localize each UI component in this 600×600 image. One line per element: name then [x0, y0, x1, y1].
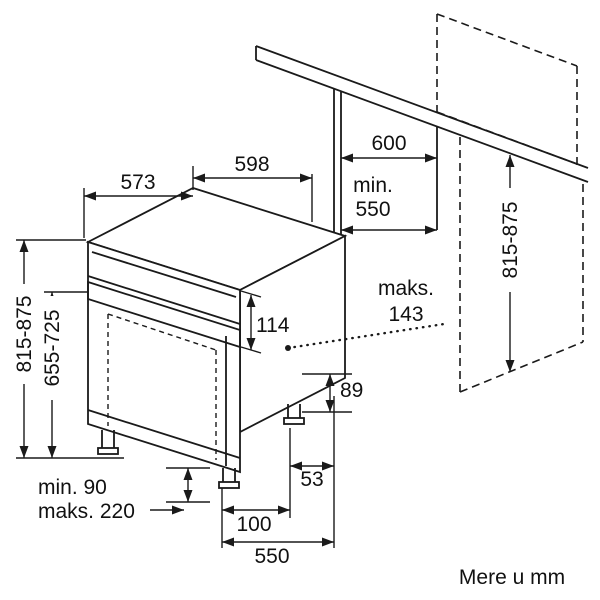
leader-dotted-143 — [286, 322, 446, 350]
dim-143-label: 143 — [388, 303, 423, 326]
dim-niche-height-label: 815-875 — [499, 201, 522, 278]
dim-598-label: 598 — [234, 153, 269, 176]
rear-foot-base — [283, 417, 305, 425]
dishwasher-front-face — [87, 240, 241, 474]
units-note: Mere u mm — [459, 566, 565, 589]
dim-53-label: 53 — [300, 468, 323, 491]
dim-min-label: min. — [353, 174, 393, 197]
ext-114-top — [240, 290, 262, 298]
upper-cabinet-dashed-top — [436, 13, 578, 67]
dim-89-label: 89 — [340, 379, 363, 402]
dim-plinth-max-label: maks. 220 — [38, 500, 135, 523]
label-mask-left-outer — [10, 284, 38, 384]
line-art — [85, 13, 589, 489]
dim-appliance-height-label: 815-875 — [13, 295, 36, 372]
plinth-line — [87, 409, 241, 459]
dishwasher-top-rim — [91, 251, 237, 298]
front-foot-base — [218, 481, 240, 489]
left-foot-stem — [101, 430, 115, 448]
lower-cabinet-dashed-floor — [459, 341, 584, 393]
dimension-labels: 573 598 600 min. 550 815-875 655-725 815… — [13, 132, 565, 589]
dim-573-label: 573 — [120, 171, 155, 194]
door-dashed-top — [107, 313, 217, 351]
rear-foot-stem — [287, 404, 301, 418]
dim-maks-label: maks. — [378, 277, 434, 300]
control-panel-top-line — [87, 275, 241, 325]
upper-cabinet-dashed-bottom — [436, 111, 578, 165]
dim-550-niche-label: 550 — [355, 198, 390, 221]
front-foot-stem — [222, 468, 236, 482]
worktop-top-edge — [255, 45, 589, 169]
label-mask-right — [496, 188, 524, 292]
dim-door-height-label: 655-725 — [41, 309, 64, 386]
label-mask-left-inner — [38, 296, 66, 400]
dim-550-bottom-label: 550 — [254, 545, 289, 568]
dim-114-label: 114 — [256, 314, 290, 337]
dim-600-label: 600 — [371, 132, 406, 155]
control-panel-band — [87, 280, 241, 349]
left-foot-base — [97, 447, 119, 455]
dim-100-label: 100 — [236, 513, 271, 536]
dim-plinth-min-label: min. 90 — [38, 476, 107, 499]
worktop-bottom-edge — [255, 59, 589, 183]
